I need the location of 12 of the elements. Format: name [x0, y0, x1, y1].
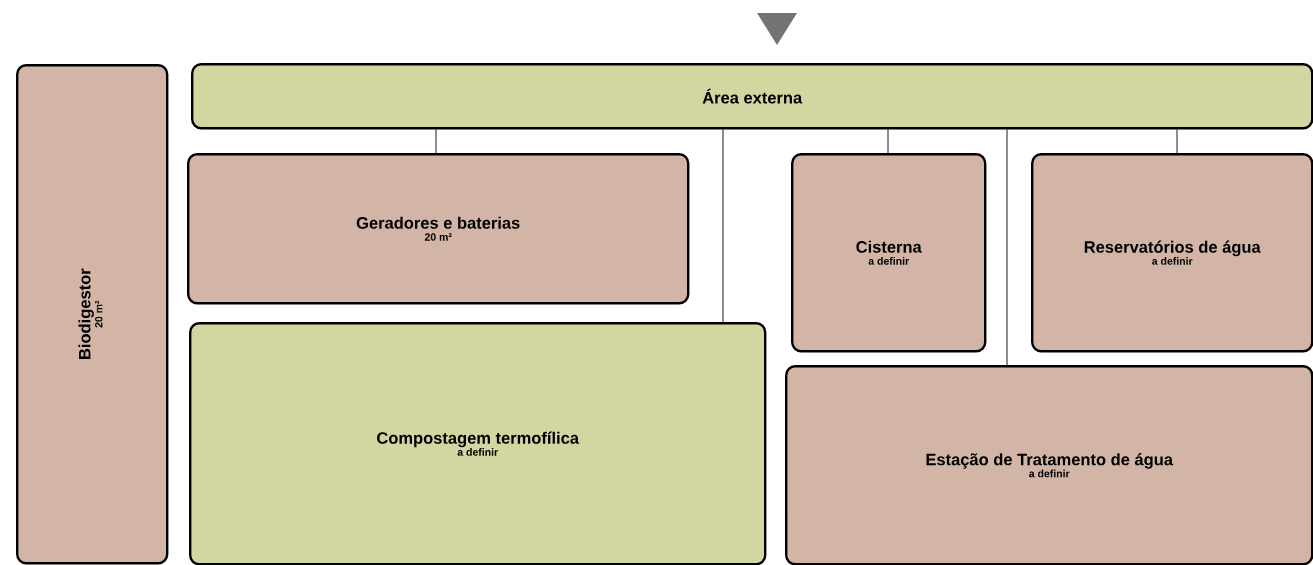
connector-line [435, 128, 437, 154]
connector-line [887, 128, 889, 154]
area-box: Reservatórios de água a definir [1031, 153, 1313, 353]
connector-line [1006, 128, 1008, 366]
area-box: Estação de Tratamento de água a definir [785, 365, 1313, 565]
connector-line [722, 128, 724, 323]
area-box: Geradores e baterias 20 m² [187, 153, 690, 305]
area-box: Cisterna a definir [791, 153, 987, 353]
area-box: Compostagem termofílica a definir [189, 322, 767, 565]
connector-line [1176, 128, 1178, 154]
area-box: Área externa [191, 63, 1313, 130]
area-box: Biodigestor 20 m² [16, 64, 169, 565]
